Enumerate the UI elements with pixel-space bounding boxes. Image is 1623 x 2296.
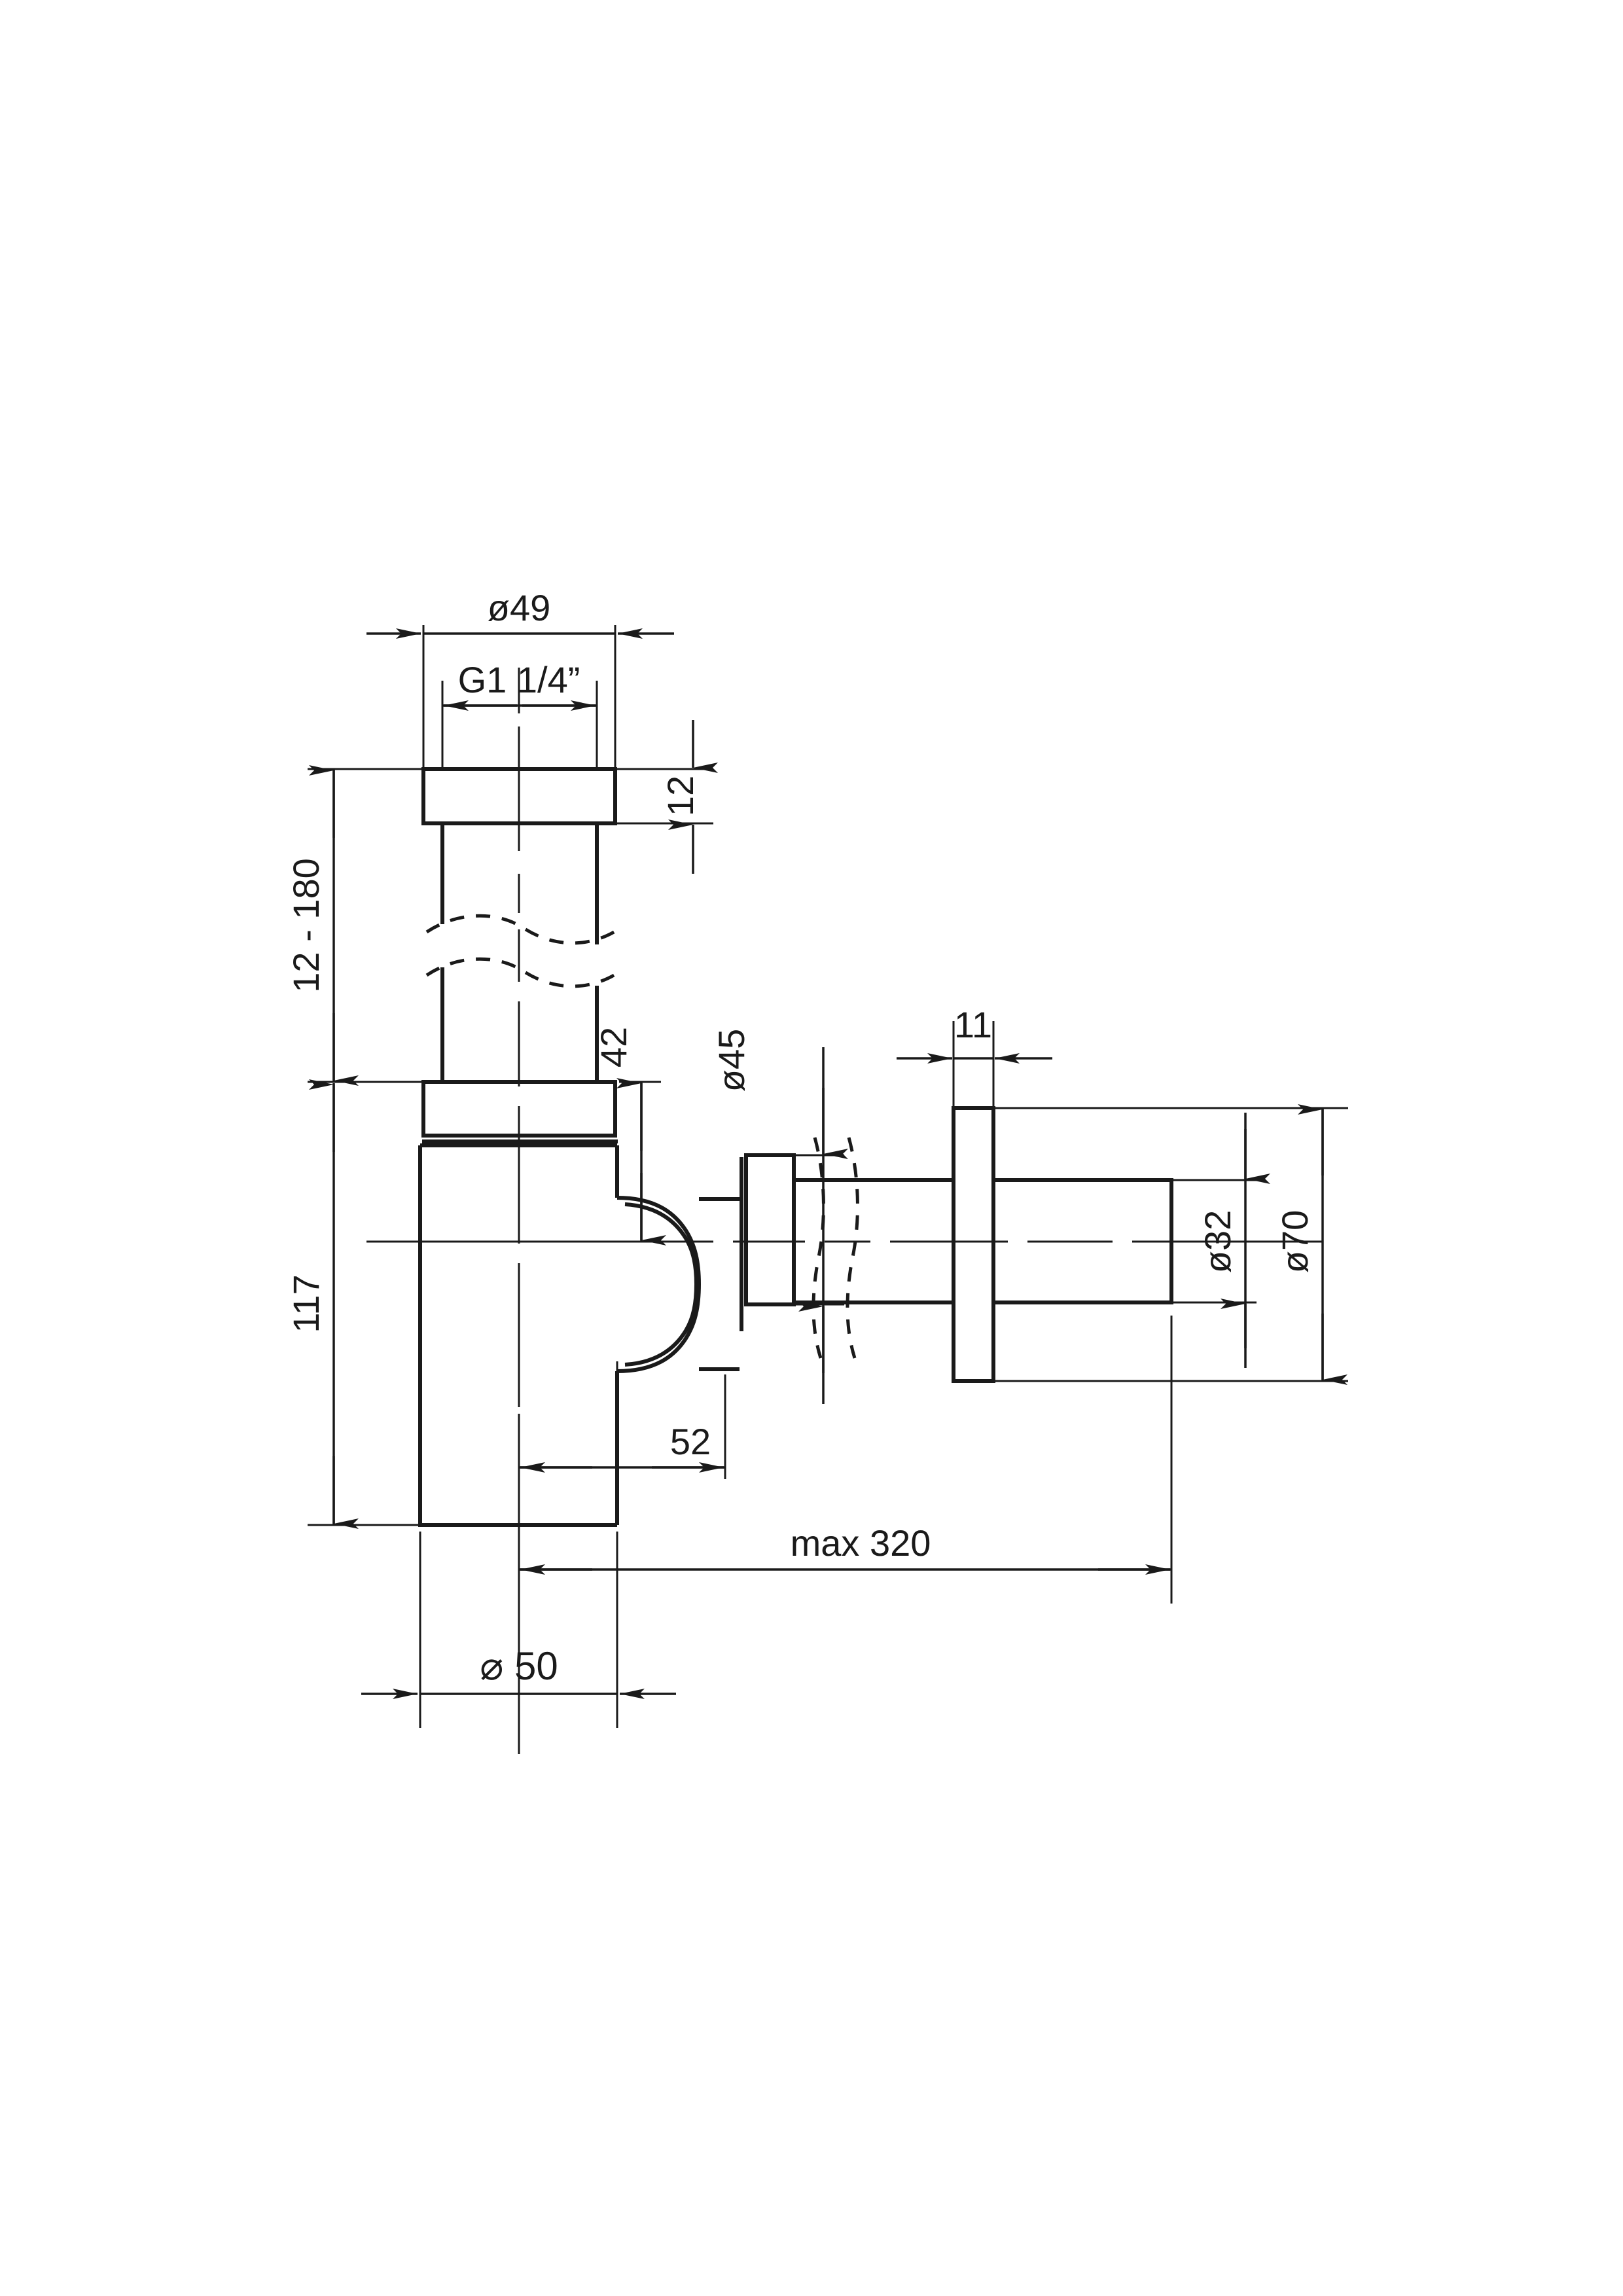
label-outlet-offset: 52 (670, 1421, 711, 1462)
break-line-outlet-pipe-left (812, 1137, 825, 1359)
label-outlet-centre-height: 42 (593, 1027, 634, 1067)
label-thread-spec: G1 1/4” (458, 659, 580, 700)
break-line-outlet-pipe-right (846, 1137, 859, 1359)
wall-rosette-plate (952, 1106, 995, 1383)
dimension-lines (309, 628, 1347, 1699)
part-outline (418, 767, 1173, 1527)
extension-lines (308, 625, 1348, 1728)
label-flange-thickness: 12 (660, 776, 701, 816)
label-nut-diameter: ø45 (711, 1029, 752, 1092)
break-line-upper-tube-top (425, 914, 622, 945)
break-lines (425, 914, 859, 1359)
outlet-elbow-outer-upper (616, 1196, 701, 1285)
label-body-diameter: ⌀ 50 (480, 1644, 558, 1688)
label-outlet-pipe-diameter: ø32 (1197, 1210, 1238, 1274)
break-line-upper-tube-bottom (425, 957, 622, 988)
centre-lines (366, 668, 1322, 1754)
label-wall-rosette-diameter: ø70 (1274, 1210, 1315, 1274)
label-max-reach: max 320 (791, 1522, 931, 1564)
outlet-elbow-outer-lower (616, 1283, 701, 1373)
outlet-union-nut (744, 1153, 796, 1306)
outlet-elbow-inner-upper (624, 1202, 698, 1285)
label-wall-flange-thickness: 11 (954, 1004, 992, 1045)
label-body-height: 117 (285, 1274, 327, 1333)
dimension-labels: ø49 G1 1/4” 12 12 - 180 117 42 ø45 11 ø3… (285, 587, 1315, 1688)
label-height-range: 12 - 180 (285, 858, 327, 993)
label-outer-diameter: ø49 (488, 587, 551, 628)
outlet-elbow-inner-lower (624, 1283, 698, 1367)
